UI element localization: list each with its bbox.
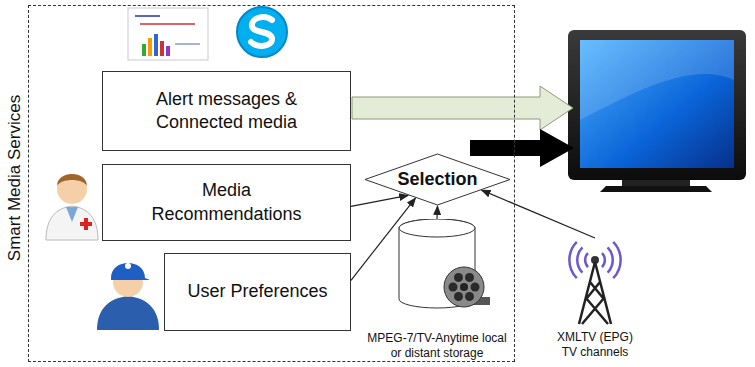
database-symbol <box>356 219 518 319</box>
node-label: Media Recommendations <box>127 179 327 226</box>
connector-arrow <box>351 195 408 206</box>
process-box: Alert messages & Connected media <box>102 71 351 151</box>
connector-arrow <box>482 190 595 238</box>
database-node: MPEG-7/TV-Anytime local or distant stora… <box>356 219 518 363</box>
antenna-node: XMLTV (EPG) TV channels <box>545 238 645 362</box>
process-box: User Preferences <box>164 253 351 331</box>
region-label: Smart Media Services <box>5 95 25 261</box>
chart-icon <box>128 8 208 60</box>
skype-icon <box>237 7 287 57</box>
decision-diamond: Selection <box>364 153 511 206</box>
antenna-symbol <box>545 238 645 326</box>
media-arrow <box>352 86 573 130</box>
doctor-icon <box>46 174 98 240</box>
node-label: Selection <box>364 169 511 190</box>
service-region: Smart Media ServicesAlert messages & Con… <box>28 5 515 362</box>
node-label: Alert messages & Connected media <box>127 88 327 135</box>
process-box: Media Recommendations <box>102 164 351 241</box>
connector-arrow <box>436 206 438 219</box>
output-arrow <box>470 129 574 167</box>
television <box>568 30 746 192</box>
node-label: MPEG-7/TV-Anytime local or distant stora… <box>367 331 507 361</box>
node-label: User Preferences <box>187 280 327 303</box>
node-label: XMLTV (EPG) TV channels <box>552 330 638 360</box>
worker-icon <box>97 263 159 330</box>
